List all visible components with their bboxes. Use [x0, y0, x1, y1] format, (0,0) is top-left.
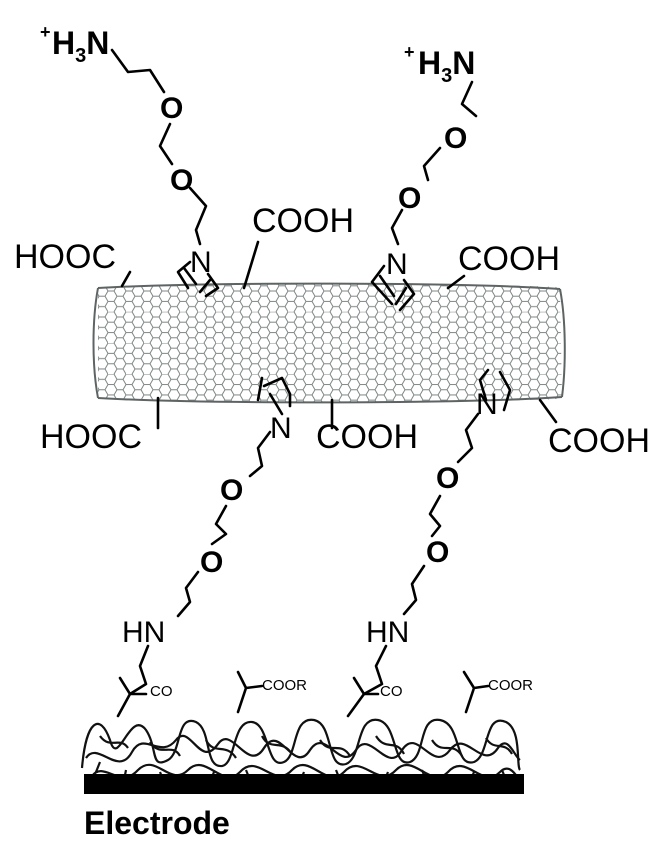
carbonyl-label: CO: [150, 683, 173, 700]
electrode-label: Electrode: [84, 805, 230, 841]
ether-oxygen: O: [200, 546, 223, 579]
amide-nh: HN: [366, 616, 409, 649]
charge-plus: +: [404, 42, 415, 62]
amide-nh: HN: [122, 616, 165, 649]
electrode: Electrode: [84, 774, 524, 841]
pyrrolidine-nitrogen: N: [270, 412, 292, 445]
carboxyl-label: HOOC: [14, 238, 116, 276]
ether-oxygen: O: [220, 474, 243, 507]
carboxyl-label: HOOC: [40, 418, 142, 456]
bottom-carboxyls: HOOC COOH COOH: [40, 396, 650, 460]
carboxyl-label: COOH: [458, 240, 560, 278]
ester-label: COOR: [488, 677, 533, 694]
amine-label: H3N: [418, 45, 475, 87]
ether-oxygen: O: [444, 122, 467, 155]
pyrrolidine-nitrogen: N: [386, 248, 408, 281]
pyrrolidine-nitrogen: N: [476, 388, 498, 421]
ether-oxygen: O: [436, 462, 459, 495]
pyrrolidine-nitrogen: N: [190, 246, 212, 279]
ester-label: COOR: [262, 677, 307, 694]
carbonyl-label: CO: [380, 683, 403, 700]
bottom-right-peg-chain: N O O HN CO: [346, 368, 512, 718]
polymer-film: [80, 718, 522, 783]
top-left-peg-chain: + H3N O O N: [40, 22, 220, 298]
top-carboxyls: HOOC COOH COOH: [14, 202, 560, 290]
carboxyl-label: COOH: [548, 422, 650, 460]
ether-oxygen: O: [170, 164, 193, 197]
bottom-left-peg-chain: N O O HN CO: [116, 376, 292, 718]
electrode-bar: [84, 774, 524, 794]
ester-groups: COOR COOR: [236, 670, 533, 714]
carbon-nanotube: [92, 282, 566, 404]
ether-oxygen: O: [160, 92, 183, 125]
charge-plus: +: [40, 22, 51, 42]
ether-oxygen: O: [426, 536, 449, 569]
carboxyl-label: COOH: [252, 202, 354, 240]
ether-oxygen: O: [398, 182, 421, 215]
top-right-peg-chain: + H3N O O N: [370, 42, 478, 312]
amine-label: H3N: [52, 25, 109, 67]
